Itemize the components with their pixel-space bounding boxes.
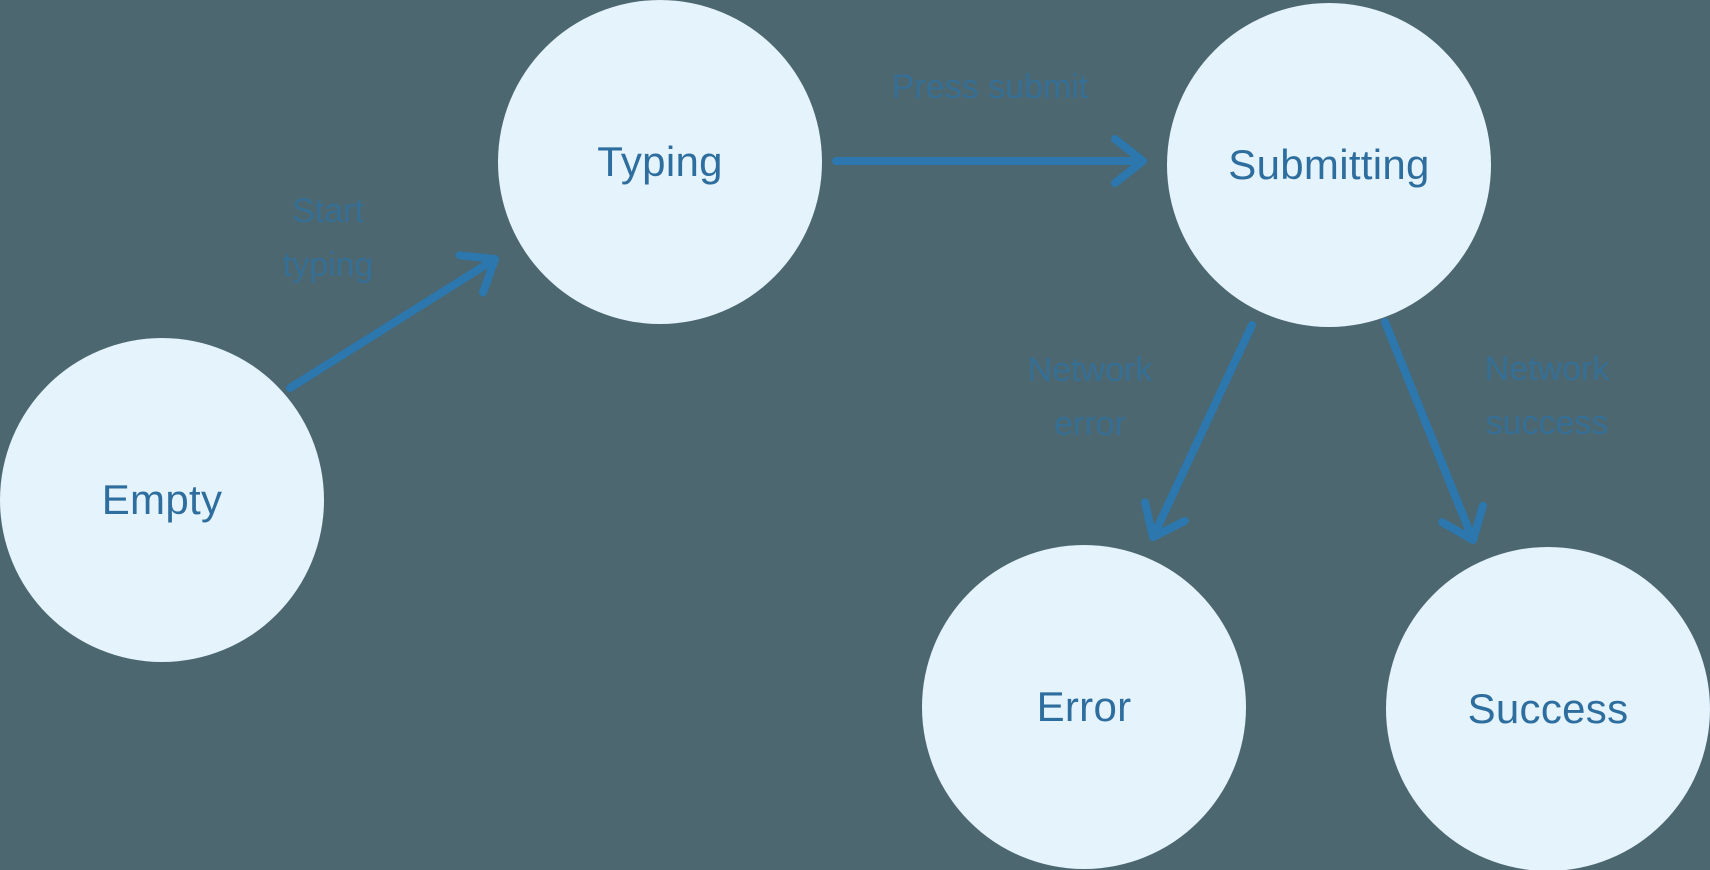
state-node-submitting: Submitting [1167, 3, 1491, 327]
edge-label-line: success [1485, 404, 1609, 442]
arrow-submitting-to-success [1381, 318, 1487, 544]
state-node-empty: Empty [0, 338, 324, 662]
state-label-success: Success [1467, 685, 1629, 732]
edge-label-line: Start [292, 192, 364, 230]
edge-label-network-success: Network success [1485, 342, 1610, 450]
state-label-typing: Typing [597, 138, 723, 185]
edge-label-line: typing [282, 246, 374, 284]
state-label-error: Error [1036, 683, 1132, 730]
state-node-error: Error [922, 545, 1246, 869]
edge-label-network-error: Network error [1028, 343, 1153, 451]
edge-label-line: Network [1484, 350, 1610, 388]
state-label-empty: Empty [101, 476, 223, 523]
edge-label-line: Press submit [891, 68, 1089, 106]
edge-label-line: Network [1027, 351, 1153, 389]
edge-label-line: error [1054, 405, 1126, 443]
state-node-typing: Typing [498, 0, 822, 324]
edge-label-start-typing: Start typing [283, 184, 374, 292]
edge-label-press-submit: Press submit [892, 60, 1089, 114]
arrow-submitting-to-error [1140, 321, 1256, 541]
state-label-submitting: Submitting [1228, 141, 1430, 188]
state-node-success: Success [1386, 547, 1710, 870]
